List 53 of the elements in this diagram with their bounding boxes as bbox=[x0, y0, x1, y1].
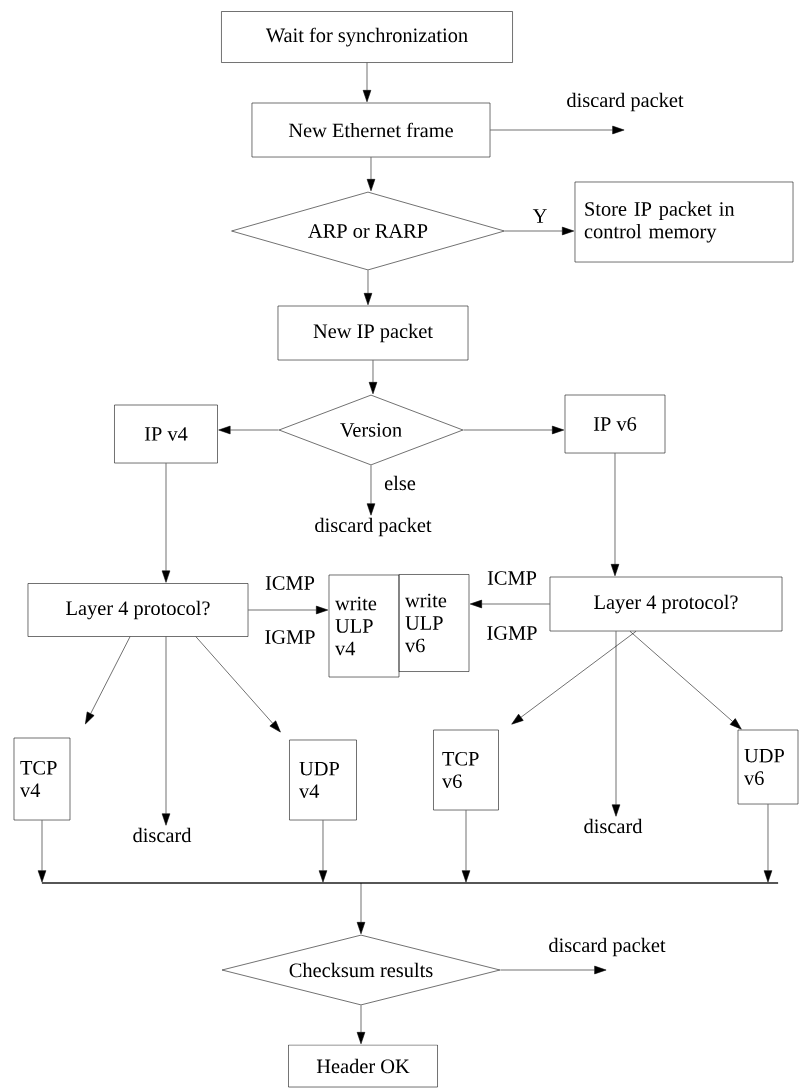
arrow bbox=[356, 1005, 366, 1045]
outcome-text: discard packet bbox=[315, 517, 432, 537]
bus-line bbox=[41, 882, 779, 884]
arrow bbox=[763, 804, 773, 883]
process-box: UDP v4 bbox=[289, 739, 357, 821]
arrow bbox=[629, 631, 742, 730]
edge-label: else bbox=[382, 474, 418, 492]
outcome-text: discard bbox=[133, 827, 192, 843]
arrow bbox=[490, 125, 625, 135]
arrow bbox=[318, 820, 328, 883]
arrow bbox=[611, 631, 621, 817]
process-box: New Ethernet frame bbox=[251, 102, 491, 158]
process-box: Header OK bbox=[288, 1044, 438, 1088]
arrow bbox=[368, 360, 378, 395]
outcome-text: discard packet bbox=[567, 92, 684, 112]
arrow bbox=[248, 605, 329, 615]
arrow bbox=[362, 62, 372, 103]
arrow bbox=[85, 636, 131, 725]
protocol-label: IGMP bbox=[263, 628, 317, 646]
arrow bbox=[504, 226, 575, 236]
arrow bbox=[366, 465, 376, 516]
process-box: write ULP v4 bbox=[328, 574, 400, 678]
process-box: New IP packet bbox=[277, 305, 469, 361]
process-box: Layer 4 protocol? bbox=[27, 583, 249, 637]
arrow bbox=[161, 636, 171, 826]
arrow bbox=[461, 810, 471, 883]
arrow bbox=[511, 631, 637, 725]
process-box: TCP v4 bbox=[13, 737, 71, 821]
process-box: IP v4 bbox=[114, 404, 218, 464]
arrow bbox=[356, 882, 366, 935]
process-box: Store IP packet in control memory bbox=[574, 181, 794, 263]
protocol-label: IGMP bbox=[485, 624, 539, 642]
arrow bbox=[500, 965, 607, 975]
arrow bbox=[463, 425, 565, 435]
outcome-text: discard bbox=[584, 818, 643, 834]
arrow bbox=[195, 636, 281, 733]
arrow bbox=[363, 270, 373, 306]
arrow bbox=[610, 453, 620, 577]
arrow bbox=[218, 425, 279, 435]
process-box: UDP v6 bbox=[737, 729, 799, 805]
protocol-label: ICMP bbox=[263, 574, 317, 592]
process-box: Wait for synchronization bbox=[221, 11, 513, 63]
protocol-label: ICMP bbox=[485, 569, 539, 587]
arrow bbox=[469, 599, 550, 609]
edge-label: Y bbox=[531, 207, 549, 225]
process-box: IP v6 bbox=[564, 394, 666, 454]
arrow bbox=[366, 157, 376, 192]
arrow bbox=[161, 463, 171, 583]
process-box: write ULP v6 bbox=[398, 574, 470, 672]
process-box: Layer 4 protocol? bbox=[549, 576, 783, 632]
process-box: TCP v6 bbox=[433, 729, 499, 811]
outcome-text: discard packet bbox=[549, 937, 666, 957]
arrow bbox=[37, 820, 47, 883]
